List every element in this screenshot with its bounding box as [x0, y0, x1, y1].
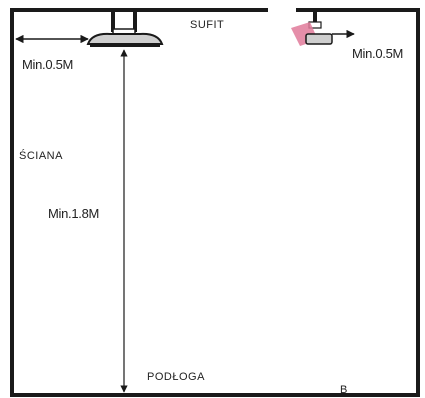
- floor-label: PODŁOGA: [147, 371, 205, 383]
- ceiling-label: SUFIT: [190, 19, 225, 31]
- corner-letter: B: [340, 384, 348, 396]
- ceiling-device-icon: [86, 12, 164, 47]
- wall-label: ŚCIANA: [19, 150, 63, 162]
- height-label: Min.1.8M: [48, 206, 100, 221]
- left-clearance-label: Min.0.5M: [22, 57, 74, 72]
- right-clearance-label: Min.0.5M: [352, 46, 404, 61]
- tilted-device-icon: [291, 12, 333, 46]
